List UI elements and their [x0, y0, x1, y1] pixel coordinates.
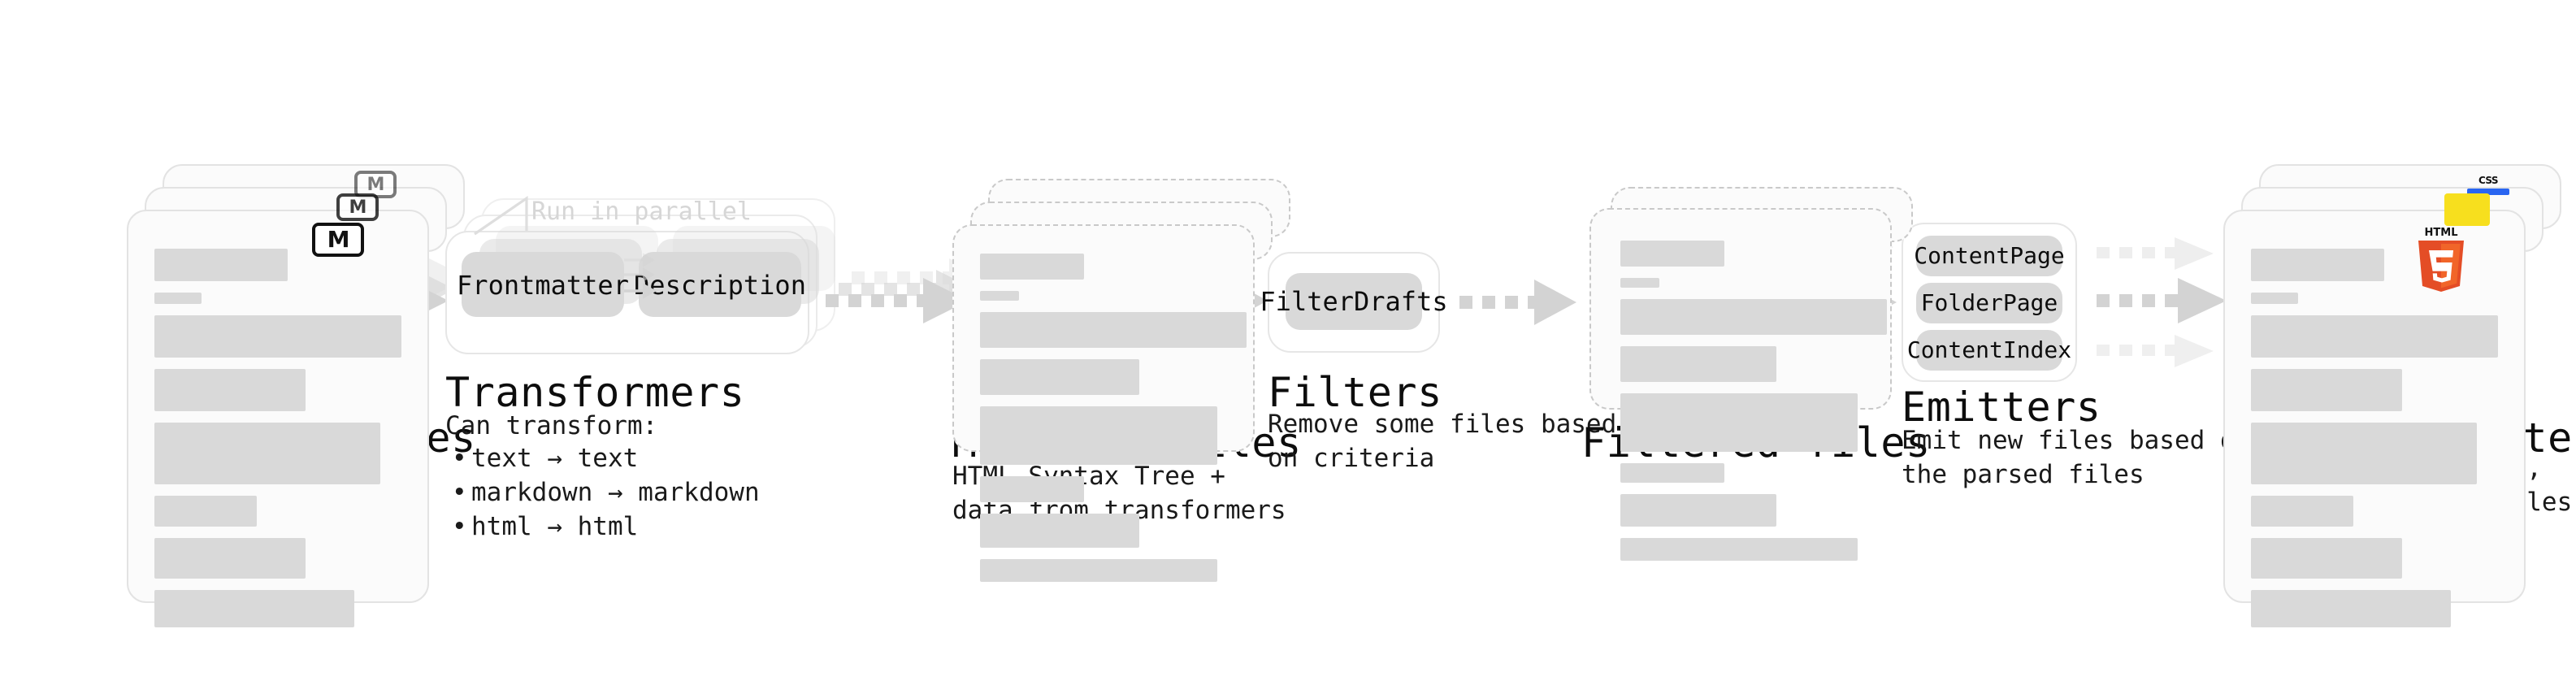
placeholder-line: [980, 406, 1217, 465]
placeholder-line: [980, 291, 1019, 301]
placeholder-line: [2251, 538, 2402, 579]
placeholder-line: [1620, 278, 1659, 288]
placeholder-line: [980, 254, 1084, 280]
placeholder-line: [154, 496, 257, 527]
emitter-chip-contentpage[interactable]: ContentPage: [1914, 236, 2065, 276]
filters-title: Filters: [1268, 369, 1442, 416]
document-placeholder-lines: [980, 254, 1247, 593]
placeholder-line: [2251, 315, 2498, 358]
modified-files-card: [952, 179, 1290, 618]
transformers-title: Transformers: [445, 369, 745, 416]
emitters-card: ContentPage FolderPage ContentIndex: [1902, 223, 2077, 382]
placeholder-line: [980, 359, 1139, 395]
filtered-files-card: [1581, 179, 1919, 618]
list-item: markdown → markdown: [449, 476, 760, 510]
markdown-icon-mid: M: [336, 193, 379, 221]
placeholder-line: [1620, 393, 1858, 452]
emitters-subtitle: Emit new files based on the parsed files: [1902, 426, 2250, 489]
placeholder-line: [1620, 463, 1724, 483]
transformers-card: Frontmatter Description: [445, 198, 835, 377]
css-icon: CSS: [2467, 176, 2509, 203]
placeholder-line: [154, 590, 354, 627]
placeholder-line: [2251, 293, 2298, 304]
placeholder-line: [2251, 423, 2477, 484]
list-item: html → html: [449, 510, 760, 544]
inner-flow-arrows: [624, 253, 657, 299]
placeholder-line: [1620, 346, 1776, 382]
list-item: text → text: [449, 442, 760, 476]
document-placeholder-lines: [2251, 249, 2498, 639]
transformers-capability-list: text → text markdown → markdown html → h…: [449, 442, 760, 544]
javascript-icon: [2444, 193, 2490, 226]
document-placeholder-lines: [1620, 241, 1887, 572]
connector-filters-to-filtered: [1459, 280, 1576, 325]
placeholder-line: [154, 423, 380, 484]
placeholder-line: [980, 476, 1084, 502]
placeholder-line: [980, 514, 1139, 548]
placeholder-line: [1620, 538, 1858, 561]
placeholder-line: [154, 369, 306, 411]
transformer-chip-frontmatter[interactable]: Frontmatter: [457, 252, 629, 317]
placeholder-line: [980, 312, 1247, 348]
placeholder-line: [154, 538, 306, 579]
placeholder-line: [2251, 496, 2353, 527]
emitters-title: Emitters: [1902, 384, 2101, 431]
filter-chip-filterdrafts[interactable]: FilterDrafts: [1260, 273, 1448, 330]
transformers-subtitle: Can transform:: [445, 411, 658, 440]
generated-site-card: CSS HTML: [2223, 164, 2561, 627]
placeholder-line: [980, 559, 1217, 582]
emitter-chip-contentindex[interactable]: ContentIndex: [1907, 330, 2071, 371]
placeholder-line: [154, 293, 202, 304]
html5-icon: HTML: [2412, 223, 2470, 294]
markdown-icon: M: [312, 223, 364, 257]
markdown-files-card: M M M: [127, 164, 465, 627]
connector-emitters-to-site: [2097, 237, 2227, 367]
connector-transformers-to-modified: [826, 258, 988, 323]
run-in-parallel-label: Run in parallel: [531, 197, 752, 226]
filters-card: FilterDrafts: [1260, 252, 1448, 353]
filters-subtitle: Remove some files based on criteria: [1268, 410, 1617, 473]
placeholder-line: [2251, 249, 2384, 281]
placeholder-line: [2251, 369, 2402, 411]
emitter-chip-folderpage[interactable]: FolderPage: [1916, 283, 2062, 323]
placeholder-line: [1620, 494, 1776, 527]
transformer-chip-description[interactable]: Description: [634, 252, 806, 317]
placeholder-line: [154, 315, 401, 358]
document-placeholder-lines: [154, 249, 401, 639]
placeholder-line: [2251, 590, 2451, 627]
placeholder-line: [1620, 241, 1724, 267]
run-in-parallel-leader: [474, 195, 528, 236]
placeholder-line: [1620, 299, 1887, 335]
placeholder-line: [154, 249, 288, 281]
svg-text:HTML: HTML: [2425, 227, 2458, 239]
